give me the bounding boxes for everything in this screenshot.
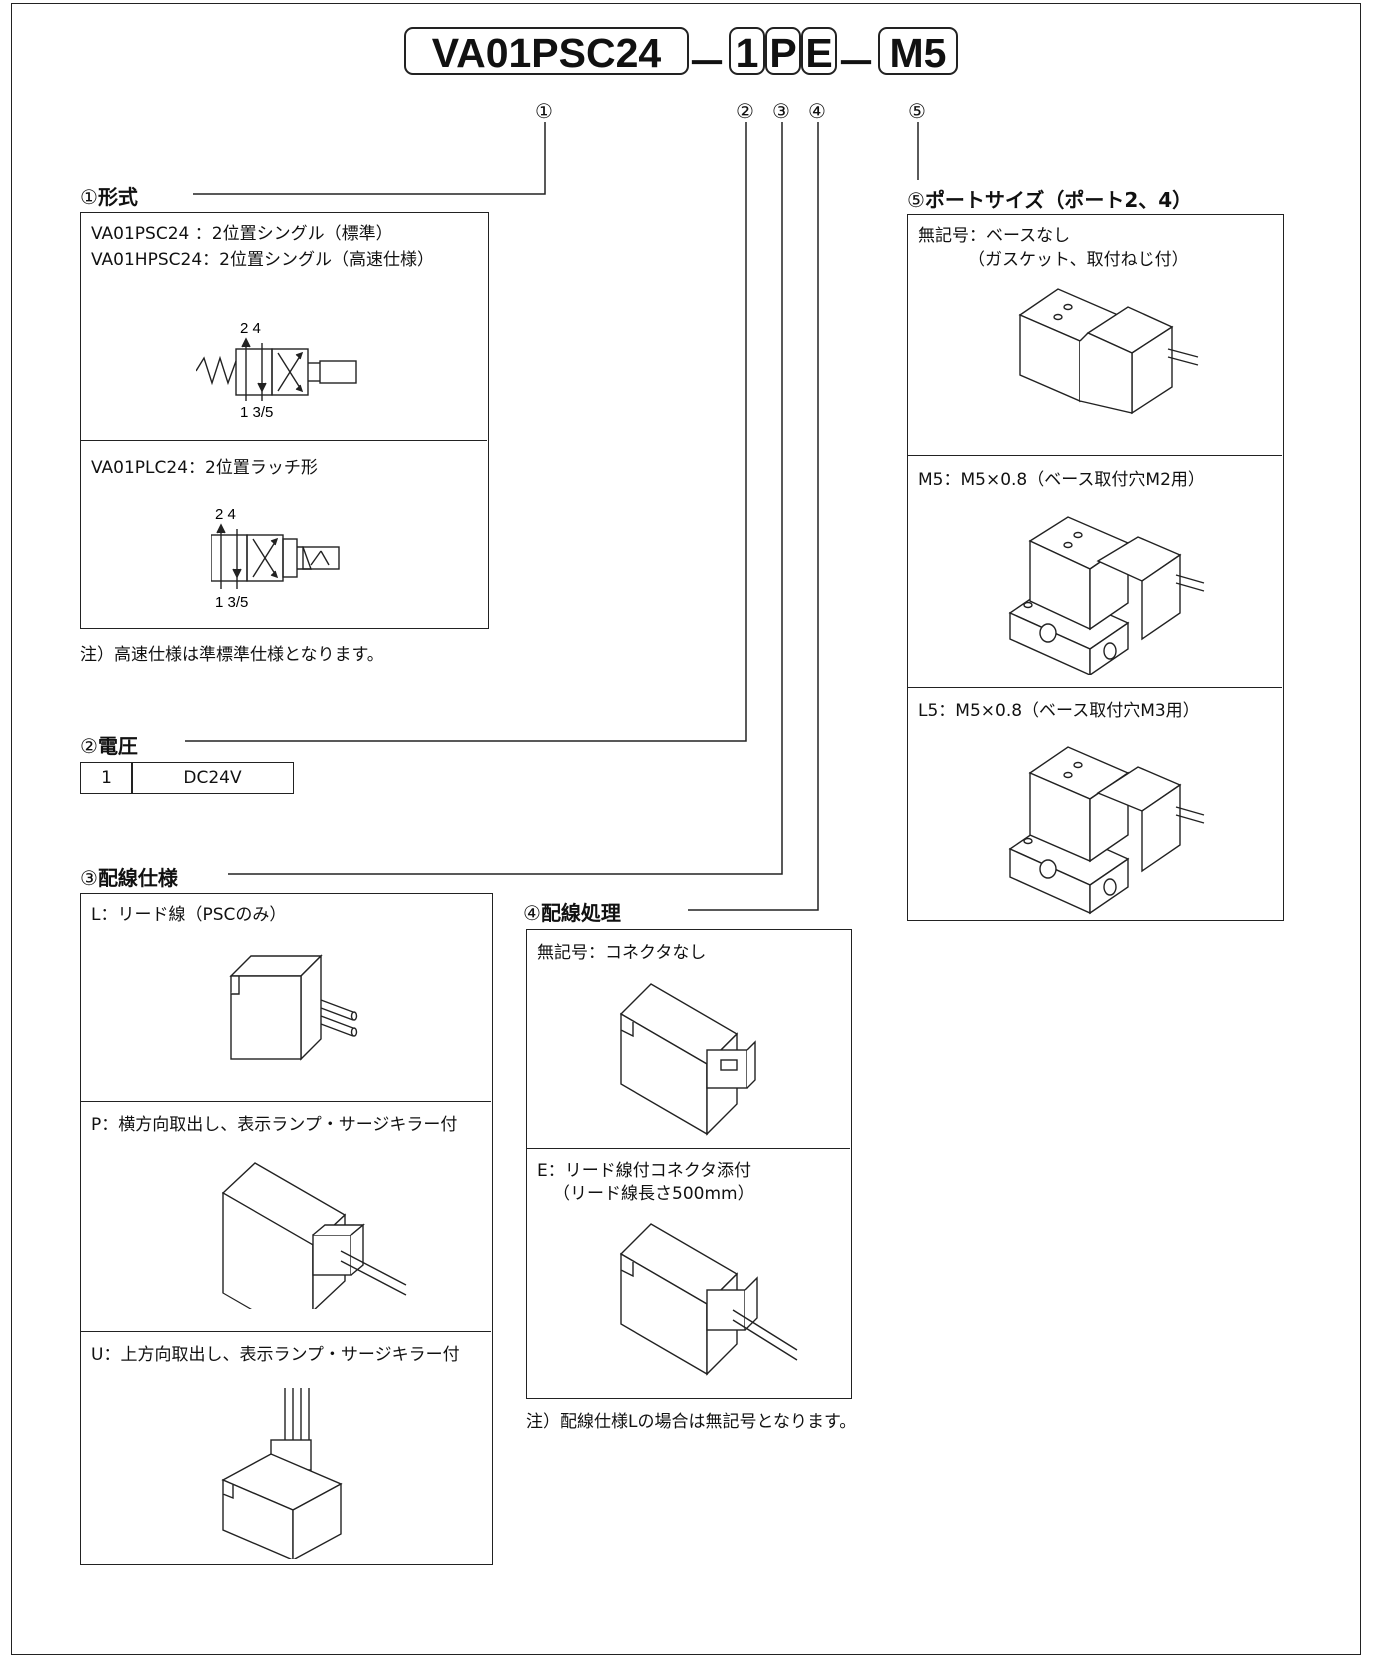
section1-line3: VA01PLC24：2位置ラッチ形 <box>91 458 318 478</box>
code-wiring-box: P <box>765 27 801 76</box>
symbol1-bottom-label: 1 3/5 <box>240 404 273 421</box>
symbol2-top-label: 2 4 <box>215 506 236 523</box>
port-none-label-2: （ガスケット、取付ねじ付） <box>968 250 1189 270</box>
latch-solenoid-symbol: 2 4 1 3/5 <box>211 506 340 611</box>
section4-table: 無記号：コネクタなし E：リード線付コネクタ添付 （リード線長さ500mm） <box>526 929 852 1399</box>
section1-note: 注）高速仕様は準標準仕様となります。 <box>80 645 384 665</box>
section5-num: ⑤ <box>907 188 925 212</box>
section1-line1: VA01PSC24 ：2位置シングル（標準） <box>91 224 393 244</box>
marker-5: ⑤ <box>908 99 926 123</box>
section4-title: 配線処理 <box>540 901 621 925</box>
code-dash-2: － <box>836 42 876 86</box>
section2-title: 電圧 <box>97 734 138 758</box>
voltage-code-cell: 1 <box>80 762 133 794</box>
code-dash-1: － <box>687 42 727 86</box>
section1-heading: ①形式 <box>80 181 138 210</box>
lead-wire-illustration <box>229 954 358 1061</box>
section1-divider <box>81 440 487 441</box>
port-none-label-1: 無記号：ベースなし <box>918 226 1071 246</box>
connector-E-label-2: （リード線長さ500mm） <box>553 1184 755 1204</box>
single-solenoid-symbol: 2 4 1 3/5 <box>196 320 357 421</box>
wiring-P-label: P：横方向取出し、表示ランプ・サージキラー付 <box>91 1115 458 1135</box>
section5-divider-1 <box>908 455 1282 456</box>
connector-lead-illustration <box>619 1223 798 1376</box>
section3-table: L：リード線（PSCのみ） P：横方向取出し、表示ランプ・サージキラー付 U：上… <box>80 893 493 1565</box>
section1-num: ① <box>80 185 98 209</box>
section4-num: ④ <box>523 901 541 925</box>
section3-divider-1 <box>81 1101 491 1102</box>
section3-num: ③ <box>80 866 98 890</box>
section5-divider-2 <box>908 687 1282 688</box>
voltage-value-cell: DC24V <box>131 762 294 794</box>
port-M5-label: M5：M5×0.8（ベース取付穴M2用） <box>918 470 1205 490</box>
section5-heading: ⑤ポートサイズ（ポート2、4） <box>907 184 1192 213</box>
section1-table: VA01PSC24 ：2位置シングル（標準） VA01HPSC24：2位置シング… <box>80 212 489 629</box>
base-M5-illustration <box>1008 516 1205 675</box>
side-entry-illustration <box>221 1162 407 1309</box>
section4-heading: ④配線処理 <box>523 897 621 926</box>
section4-divider <box>527 1148 850 1149</box>
connector-E-label-1: E：リード線付コネクタ添付 <box>537 1161 752 1181</box>
section4-note: 注）配線仕様Lの場合は無記号となります。 <box>526 1412 857 1432</box>
port-L5-label: L5：M5×0.8（ベース取付穴M3用） <box>918 701 1200 721</box>
code-series-box: VA01PSC24 <box>404 27 689 76</box>
section2-num: ② <box>80 734 98 758</box>
section5-table: 無記号：ベースなし （ガスケット、取付ねじ付） M5：M5×0.8（ベース取付穴… <box>907 214 1284 921</box>
base-L5-illustration <box>1008 746 1205 915</box>
wiring-U-label: U：上方向取出し、表示ランプ・サージキラー付 <box>91 1345 460 1365</box>
top-entry-illustration <box>221 1388 343 1559</box>
code-connector-box: E <box>801 27 837 76</box>
wiring-L-label: L：リード線（PSCのみ） <box>91 905 287 925</box>
marker-1: ① <box>535 99 553 123</box>
symbol2-bottom-label: 1 3/5 <box>215 594 248 611</box>
section5-title: ポートサイズ（ポート2、4） <box>924 188 1193 212</box>
code-voltage-box: 1 <box>729 27 765 76</box>
no-base-illustration <box>1018 288 1199 415</box>
page-frame <box>11 3 1361 1655</box>
code-port-box: M5 <box>878 27 958 76</box>
symbol1-top-label: 2 4 <box>240 320 261 337</box>
section1-title: 形式 <box>97 185 138 209</box>
section3-divider-2 <box>81 1331 491 1332</box>
section3-heading: ③配線仕様 <box>80 862 178 891</box>
connector-none-label: 無記号：コネクタなし <box>537 943 707 963</box>
no-connector-illustration <box>619 983 756 1136</box>
marker-2: ② <box>736 99 754 123</box>
section1-line2: VA01HPSC24：2位置シングル（高速仕様） <box>91 250 434 270</box>
marker-3: ③ <box>772 99 790 123</box>
section3-title: 配線仕様 <box>97 866 178 890</box>
section2-heading: ②電圧 <box>80 730 138 759</box>
marker-4: ④ <box>808 99 826 123</box>
